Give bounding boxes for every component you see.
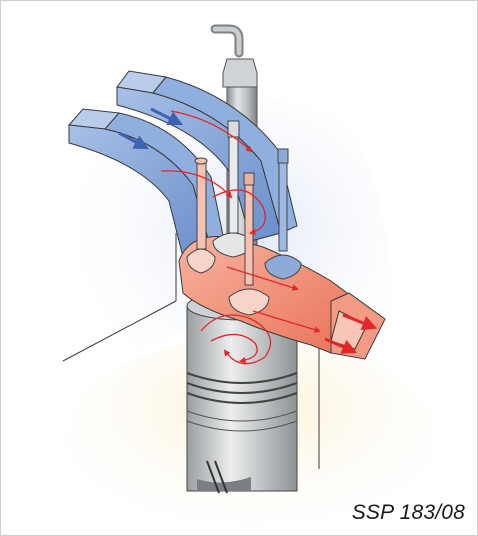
intake-flow-arrows [118, 107, 184, 150]
intake-valve-left [186, 157, 216, 274]
gas-flow-arrows [160, 110, 321, 365]
figure-reference-code: SSP 183/08 [351, 501, 465, 524]
exhaust-valve-blue [264, 148, 302, 280]
exhaust-out-arrows [324, 313, 378, 354]
intake-valve-center [212, 120, 254, 258]
